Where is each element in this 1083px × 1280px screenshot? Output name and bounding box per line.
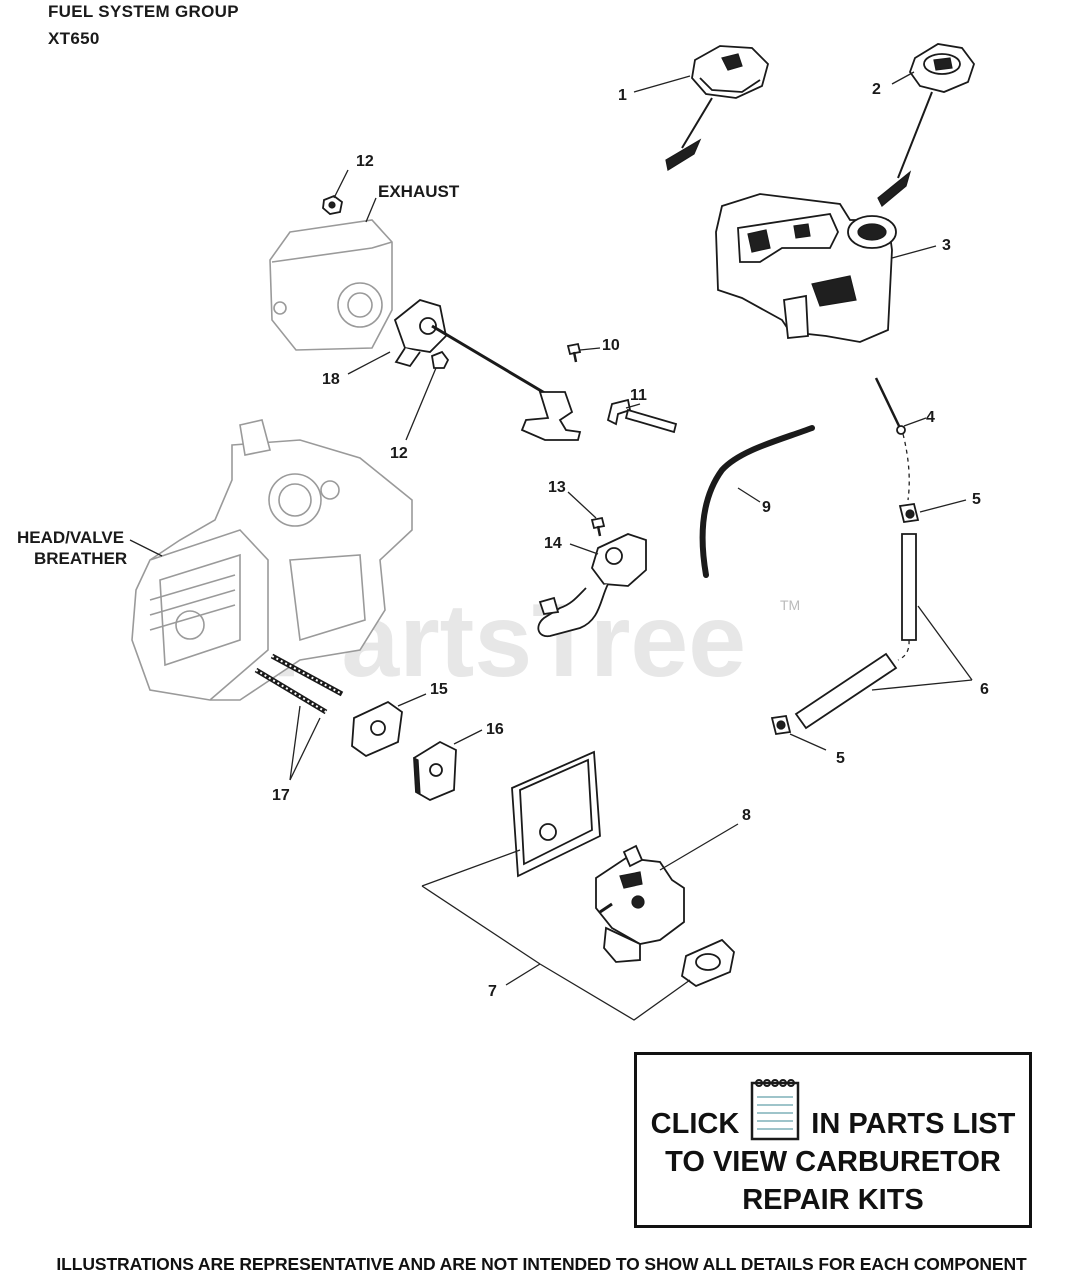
part-fuel-hose-6	[794, 533, 917, 730]
callout-16: 16	[486, 721, 504, 738]
engine-block	[131, 419, 413, 701]
callout-17: 17	[272, 787, 290, 804]
callout-3: 3	[942, 237, 951, 254]
callout-8: 8	[742, 807, 751, 824]
callout-12-top: 12	[356, 153, 374, 170]
diagram-title: FUEL SYSTEM GROUP	[48, 2, 239, 21]
callout-9: 9	[762, 499, 771, 516]
part-nut-12-lower	[430, 350, 450, 369]
part-vent-hose-9	[699, 425, 815, 578]
notice-click-text: CLICK	[650, 1108, 740, 1140]
leader-lines	[129, 71, 973, 1021]
model-number: XT650	[48, 29, 100, 48]
callout-5-lower: 5	[836, 750, 845, 767]
part-fuel-pump-14	[537, 533, 647, 638]
notice-line-3: REPAIR KITS	[742, 1184, 924, 1216]
label-exhaust: EXHAUST	[378, 182, 460, 201]
label-breather: BREATHER	[34, 549, 127, 568]
notice-parts-list-text: IN PARTS LIST	[811, 1108, 1016, 1140]
callout-6: 6	[980, 681, 989, 698]
part-fuel-line-4	[874, 377, 910, 501]
watermark-tm: TM	[780, 597, 800, 613]
part-clamp-5-upper	[898, 502, 920, 524]
part-screw-10	[566, 342, 582, 363]
exhaust-muffler	[269, 219, 393, 351]
part-screw-13	[590, 516, 606, 537]
callout-10: 10	[602, 337, 620, 354]
disclaimer-footer: ILLUSTRATIONS ARE REPRESENTATIVE AND ARE…	[56, 1254, 1027, 1274]
part-choke-bracket-18	[393, 299, 582, 441]
part-fuel-cap-2	[877, 43, 976, 207]
part-clamp-5-lower	[770, 714, 792, 736]
callout-18: 18	[322, 371, 340, 388]
part-link-11	[606, 398, 678, 434]
part-fuel-cap-1	[665, 45, 770, 171]
part-fuel-tank-3	[715, 193, 897, 343]
part-gasket-15	[351, 700, 403, 758]
part-air-gasket-7	[511, 750, 601, 878]
callout-11: 11	[630, 387, 647, 404]
callout-2: 2	[872, 81, 881, 98]
callout-1: 1	[618, 87, 627, 104]
part-carburetor-8	[595, 844, 685, 963]
part-nut-12-top	[322, 194, 343, 215]
notebook-icon[interactable]	[749, 1077, 801, 1141]
callout-5-upper: 5	[972, 491, 981, 508]
part-carb-gasket-7	[681, 938, 735, 988]
label-head-valve: HEAD/VALVE	[17, 528, 124, 547]
callout-13: 13	[548, 479, 566, 496]
part-spacer-16	[413, 740, 457, 802]
callout-15: 15	[430, 681, 448, 698]
callout-12-lower: 12	[390, 445, 408, 462]
part-studs-17	[254, 653, 344, 715]
carburetor-kit-notice: CLICK IN PARTS LIST TO VIEW CARBURETOR R…	[634, 1052, 1032, 1228]
callout-4: 4	[926, 409, 935, 426]
notice-line-2: TO VIEW CARBURETOR	[665, 1146, 1001, 1178]
callout-14: 14	[544, 535, 562, 552]
callout-7: 7	[488, 983, 497, 1000]
